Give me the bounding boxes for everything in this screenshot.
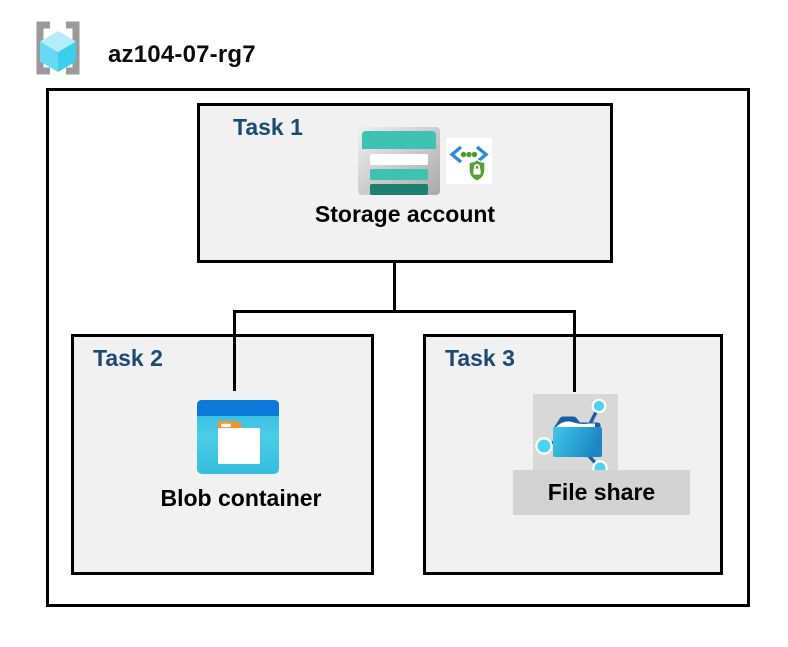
blob-container-label: Blob container xyxy=(160,485,322,511)
task2-label: Task 2 xyxy=(93,345,163,371)
resource-group-header: az104-07-rg7 xyxy=(0,0,788,88)
file-share-label-background: File share xyxy=(513,470,690,515)
connector-to-blob-container xyxy=(233,310,236,391)
connector-to-file-share xyxy=(573,310,576,392)
blob-container-icon xyxy=(197,400,279,474)
file-share-icon xyxy=(535,398,608,475)
storage-account-icon xyxy=(358,127,440,195)
task1-box: Task 1 Storage account xyxy=(197,103,613,263)
resource-group-title: az104-07-rg7 xyxy=(108,41,256,68)
resource-group-icon xyxy=(36,21,80,75)
secure-access-icon xyxy=(446,138,492,184)
task3-label: Task 3 xyxy=(445,345,515,371)
task1-label: Task 1 xyxy=(233,114,303,140)
file-share-label: File share xyxy=(547,479,656,505)
connector-horizontal xyxy=(233,310,576,313)
file-share-icon-background xyxy=(533,394,618,475)
connector-storage-down xyxy=(393,260,396,313)
task2-box: Task 2 Blob container xyxy=(71,334,374,575)
storage-account-label: Storage account xyxy=(314,201,496,227)
